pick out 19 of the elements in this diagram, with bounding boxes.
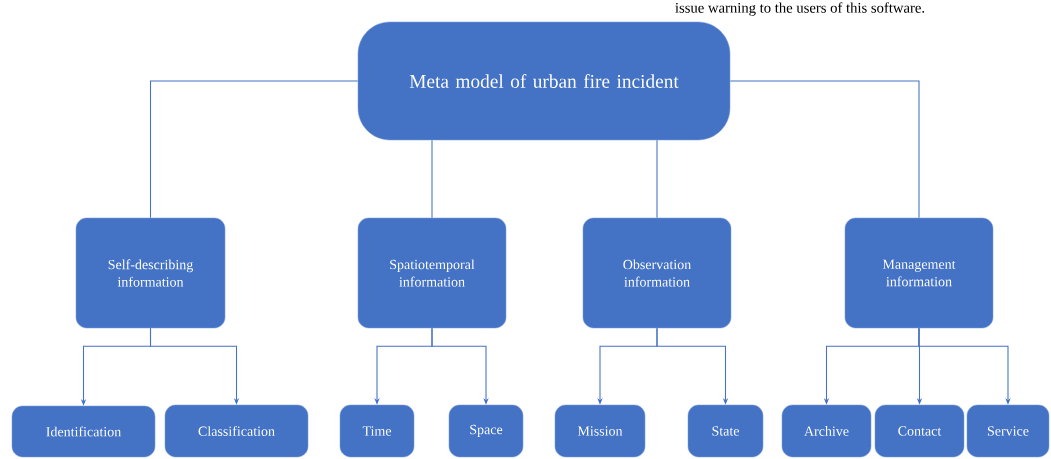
connector: [149, 80, 359, 219]
connector: [431, 139, 433, 219]
title-box: Meta model of urban fire incident: [357, 21, 731, 141]
leaf-box: Identification: [11, 405, 156, 458]
leaf-box: State: [687, 404, 764, 458]
connector: [656, 139, 658, 219]
connector: [729, 80, 920, 219]
leaf-box: Service: [966, 404, 1050, 458]
note-text: issue warning to the users of this software.: [675, 2, 925, 16]
leaf-box: Mission: [554, 404, 646, 458]
leaf-box: Time: [339, 404, 415, 458]
leaf-box: Space: [448, 404, 524, 458]
leaf-box: Archive: [781, 404, 872, 458]
category-box: Self-describing information: [75, 217, 226, 329]
leaf-box: Contact: [874, 404, 965, 458]
leaf-box: Classification: [164, 404, 309, 458]
category-box: Spatiotemporal information: [357, 217, 507, 329]
category-box: Management information: [844, 217, 994, 329]
category-box: Observation information: [582, 217, 732, 329]
